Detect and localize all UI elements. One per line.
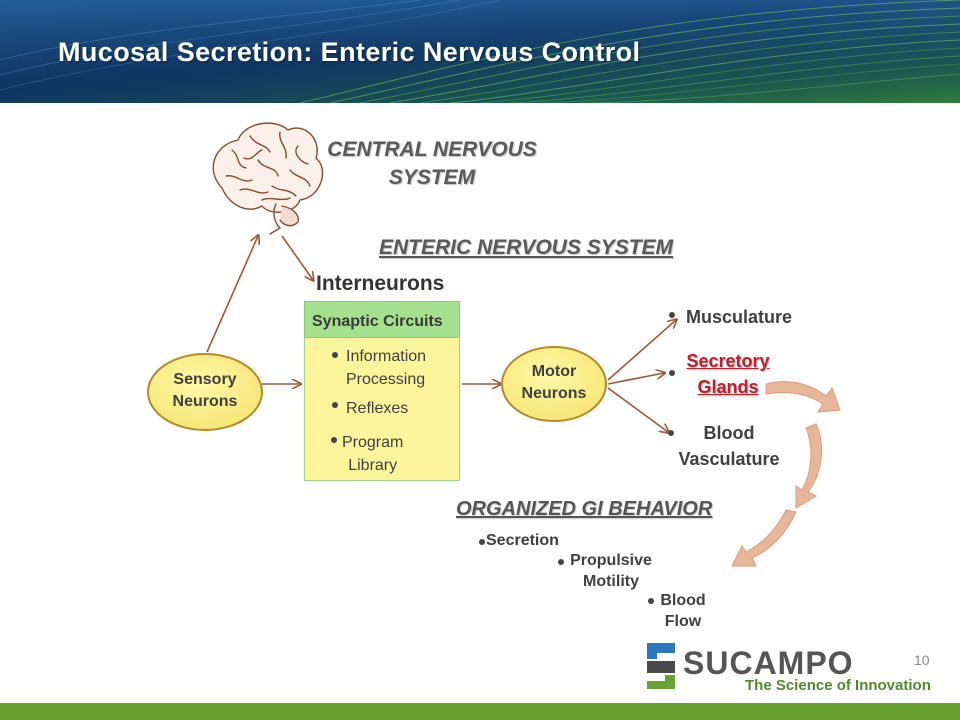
synaptic-item-text: Library bbox=[348, 457, 398, 474]
secretory-line: Glands bbox=[697, 377, 759, 397]
sensory-line: Neurons bbox=[172, 393, 238, 410]
output-musculature: Musculature bbox=[686, 307, 793, 327]
motor-line: Motor bbox=[531, 363, 577, 380]
bullet-icon bbox=[479, 539, 485, 545]
arrow-motor-to-vasculature bbox=[607, 387, 668, 432]
cns-label: CENTRAL NERVOUS SYSTEM bbox=[318, 136, 546, 192]
curved-flow-arrows bbox=[731, 381, 841, 567]
secretory-line: Secretory bbox=[686, 351, 770, 371]
motor-line: Neurons bbox=[521, 385, 587, 402]
bullet-icon bbox=[332, 352, 338, 358]
arrows bbox=[206, 235, 676, 432]
bloodflow-line: Flow bbox=[664, 613, 702, 630]
bullet-icon bbox=[668, 430, 674, 436]
sensory-neurons-node bbox=[147, 353, 263, 431]
header-background bbox=[0, 0, 960, 103]
synaptic-item-information: Information Processing bbox=[346, 345, 426, 391]
synaptic-item-text: Processing bbox=[346, 371, 426, 388]
interneurons-label: Interneurons bbox=[316, 272, 445, 295]
synaptic-item-text: Reflexes bbox=[346, 400, 409, 417]
motor-neurons-label: Motor Neurons bbox=[504, 361, 604, 405]
ens-label: ENTERIC NERVOUS SYSTEM bbox=[379, 236, 674, 259]
synaptic-item-text: Information bbox=[346, 348, 427, 365]
behavior-propulsive-motility: Propulsive Motility bbox=[565, 550, 657, 592]
sensory-line: Sensory bbox=[173, 371, 237, 388]
synaptic-item-program: Program Library bbox=[342, 431, 403, 477]
cns-label-line1: CENTRAL NERVOUS bbox=[327, 138, 537, 161]
synaptic-item-reflexes: Reflexes bbox=[346, 397, 408, 420]
arrow-sensory-to-brain bbox=[206, 236, 258, 353]
synaptic-item-text: Program bbox=[342, 434, 404, 451]
bullet-icon bbox=[558, 559, 564, 565]
synaptic-circuits-header bbox=[304, 301, 460, 338]
motor-neurons-node bbox=[501, 346, 607, 422]
footer-bar bbox=[0, 703, 960, 720]
arrow-motor-to-glands bbox=[607, 373, 664, 385]
sucampo-logo-icon bbox=[647, 643, 675, 689]
bullet-icon bbox=[648, 598, 654, 604]
behavior-blood-flow: Blood Flow bbox=[655, 590, 711, 632]
propulsive-line: Propulsive bbox=[570, 552, 652, 569]
sucampo-tagline: The Science of Innovation bbox=[745, 677, 931, 694]
bullet-icon bbox=[669, 312, 675, 318]
bullet-icon bbox=[669, 370, 675, 376]
organized-gi-behavior-label: ORGANIZED GI BEHAVIOR bbox=[456, 498, 713, 520]
vasculature-line: Vasculature bbox=[678, 449, 780, 469]
sucampo-logo-text: SUCAMPO bbox=[683, 645, 854, 681]
output-blood-vasculature: Blood Vasculature bbox=[670, 420, 788, 472]
vasculature-line: Blood bbox=[703, 423, 755, 443]
slide-title: Mucosal Secretion: Enteric Nervous Contr… bbox=[58, 37, 641, 67]
brain-icon bbox=[212, 122, 324, 235]
bullet-icon bbox=[331, 437, 337, 443]
sensory-neurons-label: Sensory Neurons bbox=[155, 369, 255, 413]
arrow-motor-to-musculature bbox=[607, 320, 676, 381]
slide-header: Mucosal Secretion: Enteric Nervous Contr… bbox=[0, 0, 960, 103]
page-number: 10 bbox=[914, 652, 930, 668]
propulsive-line: Motility bbox=[583, 573, 639, 590]
behavior-secretion: Secretion bbox=[486, 532, 559, 549]
synaptic-circuits-title: Synaptic Circuits bbox=[312, 313, 443, 330]
arrow-brain-to-interneurons bbox=[281, 235, 313, 280]
output-secretory-glands: Secretory Glands bbox=[678, 348, 778, 400]
bloodflow-line: Blood bbox=[660, 592, 706, 609]
bullet-icon bbox=[332, 402, 338, 408]
cns-label-line2: SYSTEM bbox=[388, 166, 476, 189]
